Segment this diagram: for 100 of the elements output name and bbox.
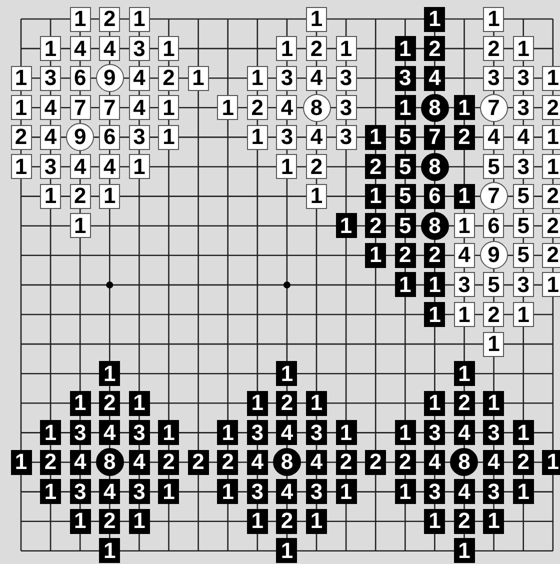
number-tile: 1 — [70, 213, 91, 238]
number-tile: 1 — [424, 6, 446, 32]
number-tile: 1 — [246, 390, 268, 416]
number-tile: 2 — [542, 184, 560, 209]
number-tile: 1 — [10, 154, 32, 180]
number-tile: 3 — [512, 272, 534, 298]
number-tile: 2 — [99, 508, 120, 534]
number-tile: 6 — [424, 184, 446, 209]
number-tile: 1 — [128, 390, 150, 416]
number-tile: 1 — [306, 508, 327, 534]
number-tile: 4 — [424, 450, 446, 475]
number-tile: 1 — [99, 184, 120, 209]
number-tile: 1 — [483, 390, 504, 416]
number-tile: 5 — [394, 184, 416, 209]
number-tile: 3 — [40, 154, 62, 180]
number-tile: 3 — [128, 420, 150, 446]
number-tile: 1 — [424, 390, 446, 416]
number-tile: 2 — [10, 124, 32, 150]
number-tile: 1 — [512, 36, 534, 62]
number-tile: 1 — [454, 184, 475, 209]
number-tile: 2 — [542, 95, 560, 120]
number-tile: 4 — [276, 420, 298, 446]
number-tile: 1 — [70, 6, 91, 32]
number-tile: 1 — [276, 154, 298, 180]
number-tile: 2 — [306, 36, 327, 62]
number-tile: 2 — [365, 450, 386, 475]
number-tile: 1 — [70, 508, 91, 534]
number-tile: 1 — [217, 95, 238, 120]
number-tile: 2 — [217, 450, 238, 475]
number-tile: 2 — [454, 390, 475, 416]
number-tile: 1 — [483, 6, 504, 32]
number-tile: 1 — [306, 390, 327, 416]
number-tile: 1 — [246, 66, 268, 91]
number-tile: 2 — [336, 450, 357, 475]
number-tile: 2 — [158, 66, 180, 91]
number-tile: 1 — [365, 124, 386, 150]
number-tile: 4 — [70, 154, 91, 180]
number-tile: 3 — [336, 66, 357, 91]
number-tile: 1 — [128, 154, 150, 180]
number-tile: 1 — [424, 272, 446, 298]
number-tile: 1 — [542, 450, 560, 475]
number-tile: 3 — [483, 420, 504, 446]
number-tile: 2 — [276, 508, 298, 534]
number-tile: 2 — [306, 154, 327, 180]
number-tile: 2 — [454, 508, 475, 534]
number-tile: 1 — [454, 95, 475, 120]
number-tile: 1 — [512, 302, 534, 327]
number-tile: 1 — [158, 95, 180, 120]
number-tile: 5 — [483, 154, 504, 180]
number-tile: 4 — [454, 242, 475, 268]
number-stone: 8 — [420, 94, 449, 122]
number-tile: 1 — [306, 184, 327, 209]
number-tile: 1 — [40, 420, 62, 446]
number-tile: 5 — [512, 184, 534, 209]
number-tile: 4 — [128, 66, 150, 91]
number-tile: 1 — [70, 390, 91, 416]
number-tile: 1 — [394, 479, 416, 504]
number-tile: 4 — [306, 124, 327, 150]
number-tile: 1 — [40, 479, 62, 504]
number-tile: 1 — [276, 538, 298, 564]
number-tile: 1 — [10, 66, 32, 91]
number-tile: 5 — [394, 154, 416, 180]
number-tile: 2 — [276, 390, 298, 416]
number-tile: 4 — [99, 36, 120, 62]
number-tile: 1 — [158, 36, 180, 62]
number-tile: 1 — [188, 66, 209, 91]
number-tile: 1 — [158, 124, 180, 150]
number-tile: 2 — [99, 6, 120, 32]
number-stone: 9 — [66, 123, 94, 152]
number-tile: 7 — [99, 95, 120, 120]
number-tile: 1 — [276, 361, 298, 386]
number-tile: 1 — [246, 124, 268, 150]
number-stone: 8 — [450, 448, 478, 476]
number-tile: 6 — [99, 124, 120, 150]
number-tile: 3 — [70, 479, 91, 504]
number-tile: 2 — [542, 242, 560, 268]
number-tile: 4 — [70, 36, 91, 62]
number-tile: 3 — [128, 36, 150, 62]
number-tile: 1 — [542, 124, 560, 150]
number-tile: 1 — [217, 420, 238, 446]
number-tile: 1 — [483, 508, 504, 534]
number-tile: 5 — [394, 213, 416, 238]
number-tile: 2 — [394, 242, 416, 268]
number-tile: 3 — [246, 479, 268, 504]
number-tile: 4 — [483, 450, 504, 475]
number-tile: 3 — [70, 420, 91, 446]
number-tile: 2 — [512, 450, 534, 475]
number-tile: 3 — [128, 479, 150, 504]
number-tile: 1 — [99, 361, 120, 386]
number-tile: 3 — [276, 66, 298, 91]
number-tile: 1 — [424, 302, 446, 327]
number-tile: 7 — [70, 95, 91, 120]
number-tile: 1 — [394, 36, 416, 62]
number-tile: 2 — [70, 184, 91, 209]
number-tile: 3 — [306, 420, 327, 446]
number-tile: 5 — [512, 242, 534, 268]
number-stone: 8 — [420, 152, 449, 181]
number-tile: 3 — [512, 154, 534, 180]
number-tile: 3 — [424, 479, 446, 504]
number-tile: 1 — [10, 450, 32, 475]
